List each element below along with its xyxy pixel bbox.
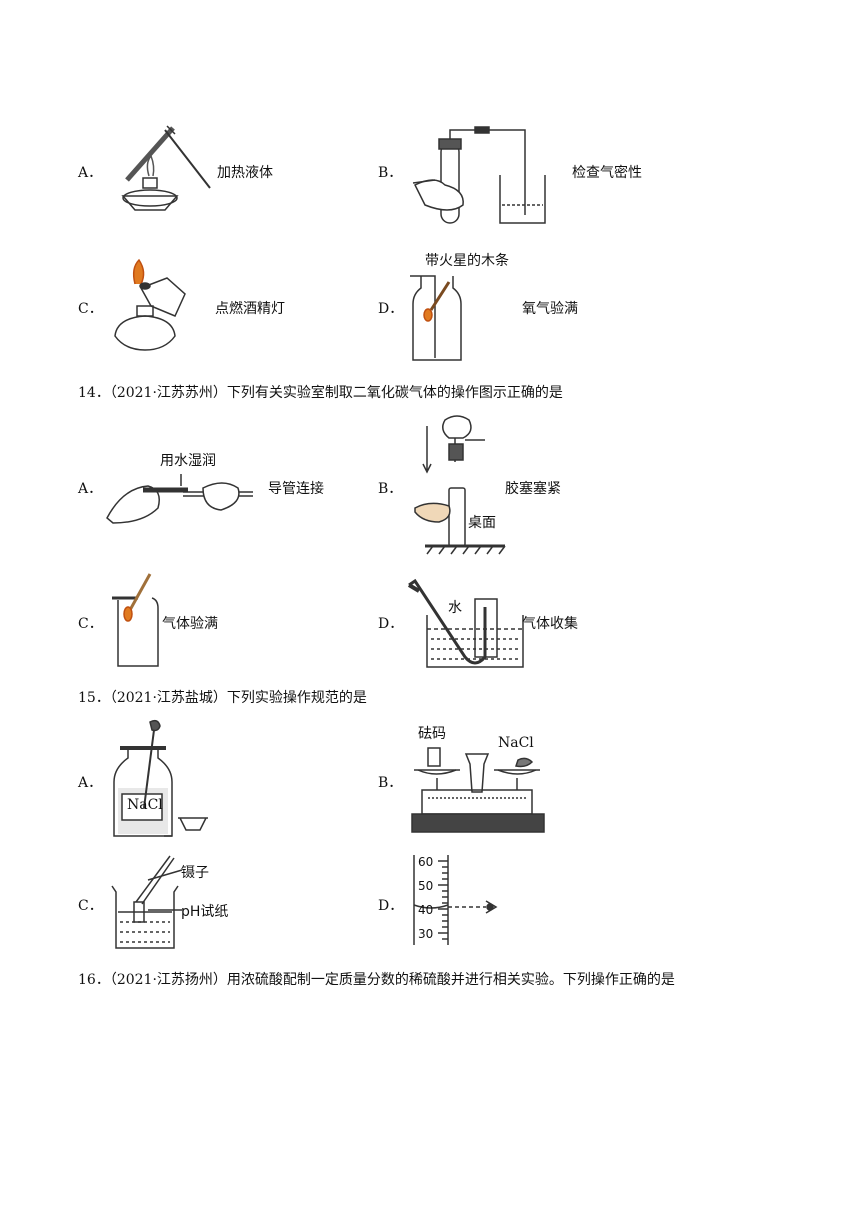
q15-option-b-label-weights: 砝码	[418, 726, 446, 742]
reagent-bottle-icon	[113, 719, 208, 837]
cylinder-tick-40: 40	[418, 903, 434, 917]
q14-option-d-letter: D．	[378, 616, 404, 632]
q13-option-c-letter: C．	[78, 301, 103, 317]
airtightness-check-icon	[412, 126, 546, 224]
oxygen-full-test-icon	[410, 275, 462, 361]
q13-option-a-letter: A．	[78, 165, 103, 181]
q15-option-b-label-nacl: NaCl	[498, 735, 534, 751]
q14-option-a-caption: 导管连接	[268, 481, 324, 497]
graduated-cylinder-reading-icon	[413, 855, 498, 945]
q15-option-a-letter: A．	[78, 775, 103, 791]
balance-scale-icon	[411, 747, 545, 833]
q13-option-c-caption: 点燃酒精灯	[215, 301, 285, 317]
stopper-insert-icon	[414, 415, 506, 555]
cylinder-tick-50: 50	[418, 879, 434, 893]
q14-option-b-caption: 胶塞塞紧	[505, 481, 561, 497]
cylinder-tick-30: 30	[418, 927, 434, 941]
q15-option-c-label-ph-paper: pH试纸	[181, 904, 229, 920]
q15-option-a-figure-label: NaCl	[127, 797, 163, 813]
q13-option-a-caption: 加热液体	[217, 165, 273, 181]
ph-paper-test-icon	[111, 855, 183, 949]
q15-option-d-letter: D．	[378, 898, 404, 914]
alcohol-lamp-lighting-icon	[114, 258, 186, 351]
q15-option-c-letter: C．	[78, 898, 103, 914]
q14-option-c-caption: 气体验满	[162, 616, 218, 632]
q14-option-a-letter: A．	[78, 481, 103, 497]
q15-option-b-letter: B．	[378, 775, 403, 791]
gas-full-test-icon	[112, 573, 159, 667]
cylinder-tick-60: 60	[418, 855, 434, 869]
q13-option-d-figure-label: 带火星的木条	[425, 253, 509, 269]
q13-option-d-letter: D．	[378, 301, 404, 317]
q14-option-c-letter: C．	[78, 616, 103, 632]
q14-question-text: 14．（2021·江苏苏州）下列有关实验室制取二氧化碳气体的操作图示正确的是	[78, 385, 563, 401]
q14-option-a-figure-label: 用水湿润	[160, 453, 216, 469]
q14-option-d-caption: 气体收集	[522, 616, 578, 632]
q15-option-c-label-tweezers: 镊子	[181, 865, 209, 881]
q13-option-d-caption: 氧气验满	[522, 301, 578, 317]
q14-option-b-figure-label: 桌面	[468, 515, 496, 531]
q13-option-b-letter: B．	[378, 165, 403, 181]
test-tube-heating-icon	[121, 125, 211, 211]
q16-question-text: 16．（2021·江苏扬州）用浓硫酸配制一定质量分数的稀硫酸并进行相关实验。下列…	[78, 972, 675, 988]
q14-option-d-figure-label: 水	[448, 600, 462, 616]
q15-question-text: 15．（2021·江苏盐城）下列实验操作规范的是	[78, 690, 367, 706]
q14-option-b-letter: B．	[378, 481, 403, 497]
q13-option-b-caption: 检查气密性	[572, 165, 642, 181]
gas-collection-icon	[407, 578, 524, 668]
tube-connection-icon	[106, 474, 253, 524]
